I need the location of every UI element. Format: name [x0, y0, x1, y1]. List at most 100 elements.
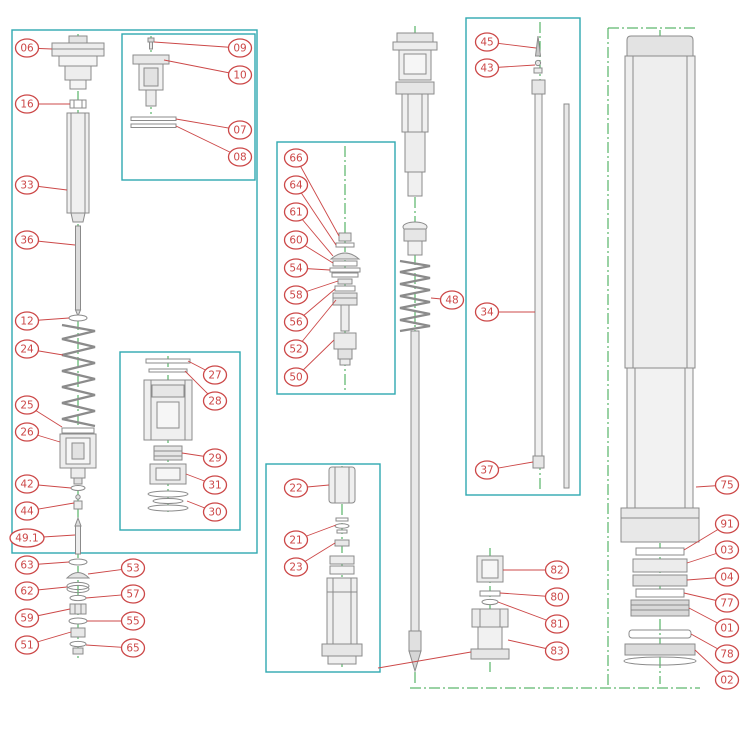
callout-33: 33: [14, 175, 40, 195]
part-02-dust-seal: [623, 643, 697, 666]
callout-layer: 0616333612242526424449.16362595153575565…: [9, 32, 740, 690]
callout-36: 36: [14, 230, 40, 250]
callout-label-82: 82: [550, 565, 563, 577]
callout-66: 66: [283, 148, 309, 168]
callout-label-56: 56: [289, 317, 303, 329]
callout-label-61: 61: [289, 207, 302, 219]
callout-08: 08: [227, 147, 253, 167]
callout-label-34: 34: [480, 307, 494, 319]
part-82-spacer-block: [476, 555, 504, 583]
callout-label-77: 77: [720, 598, 733, 610]
part-52-piston-valve: [332, 292, 358, 332]
callout-oval-23: [283, 557, 309, 577]
parts-layer: [51, 32, 700, 673]
callout-oval-48: [439, 290, 465, 310]
callout-label-66: 66: [289, 153, 303, 165]
callout-55: 55: [120, 611, 146, 631]
bracket-reference-line: [377, 651, 472, 669]
callout-58: 58: [283, 285, 309, 305]
part-64-washer: [335, 242, 355, 248]
part-damper-body: [321, 577, 363, 665]
callout-83: 83: [544, 641, 570, 661]
part-50-base-valve: [333, 332, 357, 366]
callout-oval-09: [227, 38, 253, 58]
callout-oval-26: [14, 422, 40, 442]
callout-23: 23: [283, 557, 309, 577]
callout-label-80: 80: [550, 592, 563, 604]
callout-04: 04: [714, 567, 740, 587]
callout-oval-78: [714, 644, 740, 664]
callout-label-50: 50: [289, 372, 302, 384]
part-29-piston: [153, 445, 183, 461]
callout-42: 42: [14, 474, 40, 494]
callout-label-12: 12: [20, 316, 33, 328]
callout-label-54: 54: [289, 263, 303, 275]
callout-label-58: 58: [289, 290, 302, 302]
part-lower-collar: [329, 555, 355, 575]
callout-oval-58: [283, 285, 309, 305]
callout-37: 37: [474, 460, 500, 480]
part-03-bushing: [632, 558, 688, 573]
callout-label-45: 45: [480, 37, 493, 49]
callout-label-22: 22: [289, 483, 302, 495]
callout-21: 21: [283, 530, 309, 550]
part-36-rod: [74, 225, 82, 318]
callout-30: 30: [202, 502, 228, 522]
part-16-bushing: [69, 99, 87, 109]
callout-77: 77: [714, 593, 740, 613]
callout-oval-36: [14, 230, 40, 250]
callout-oval-42: [14, 474, 40, 494]
callout-oval-55: [120, 611, 146, 631]
callout-oval-43: [474, 58, 500, 78]
callout-label-10: 10: [233, 70, 246, 82]
leader-line-52: [295, 299, 337, 350]
group-boxes: [11, 17, 581, 673]
part-28-ring: [148, 368, 188, 373]
callout-62: 62: [14, 581, 40, 601]
callout-65: 65: [120, 638, 146, 658]
callout-25: 25: [14, 395, 40, 415]
callout-10: 10: [227, 65, 253, 85]
part-53-cup: [65, 572, 91, 579]
part-63-washer: [68, 558, 88, 566]
callout-oval-12: [14, 311, 40, 331]
callout-28: 28: [202, 391, 228, 411]
callout-82: 82: [544, 560, 570, 580]
callout-52: 52: [283, 339, 309, 359]
part-04-bushing: [632, 574, 688, 587]
callout-43: 43: [474, 58, 500, 78]
callout-09: 09: [227, 38, 253, 58]
callout-oval-04: [714, 567, 740, 587]
callout-oval-59: [14, 608, 40, 628]
callout-57: 57: [120, 584, 146, 604]
callout-label-59: 59: [20, 613, 33, 625]
part-55-washer: [68, 617, 88, 625]
callout-44: 44: [14, 501, 40, 521]
part-42-washer: [70, 485, 86, 491]
part-56-washer: [334, 285, 356, 292]
callout-oval-61: [283, 202, 309, 222]
part-inner-cartridge-assembly: [392, 32, 438, 197]
callout-label-57: 57: [126, 589, 139, 601]
callout-label-30: 30: [208, 507, 221, 519]
callout-label-52: 52: [289, 344, 302, 356]
callout-59: 59: [14, 608, 40, 628]
callout-label-31: 31: [208, 480, 221, 492]
callout-22: 22: [283, 478, 309, 498]
part-26-rebound-assembly: [59, 433, 97, 485]
callout-80: 80: [544, 587, 570, 607]
callout-01: 01: [714, 618, 740, 638]
leader-line-64: [295, 184, 337, 246]
callout-02: 02: [714, 670, 740, 690]
callout-label-78: 78: [720, 649, 733, 661]
group-box-damper-lower: [265, 463, 381, 673]
part-33-inner-tube: [66, 112, 90, 223]
callout-label-37: 37: [480, 465, 493, 477]
callout-oval-22: [283, 478, 309, 498]
part-91-ring: [635, 547, 685, 556]
callout-oval-30: [202, 502, 228, 522]
callout-61: 61: [283, 202, 309, 222]
callout-12: 12: [14, 311, 40, 331]
callout-oval-57: [120, 584, 146, 604]
